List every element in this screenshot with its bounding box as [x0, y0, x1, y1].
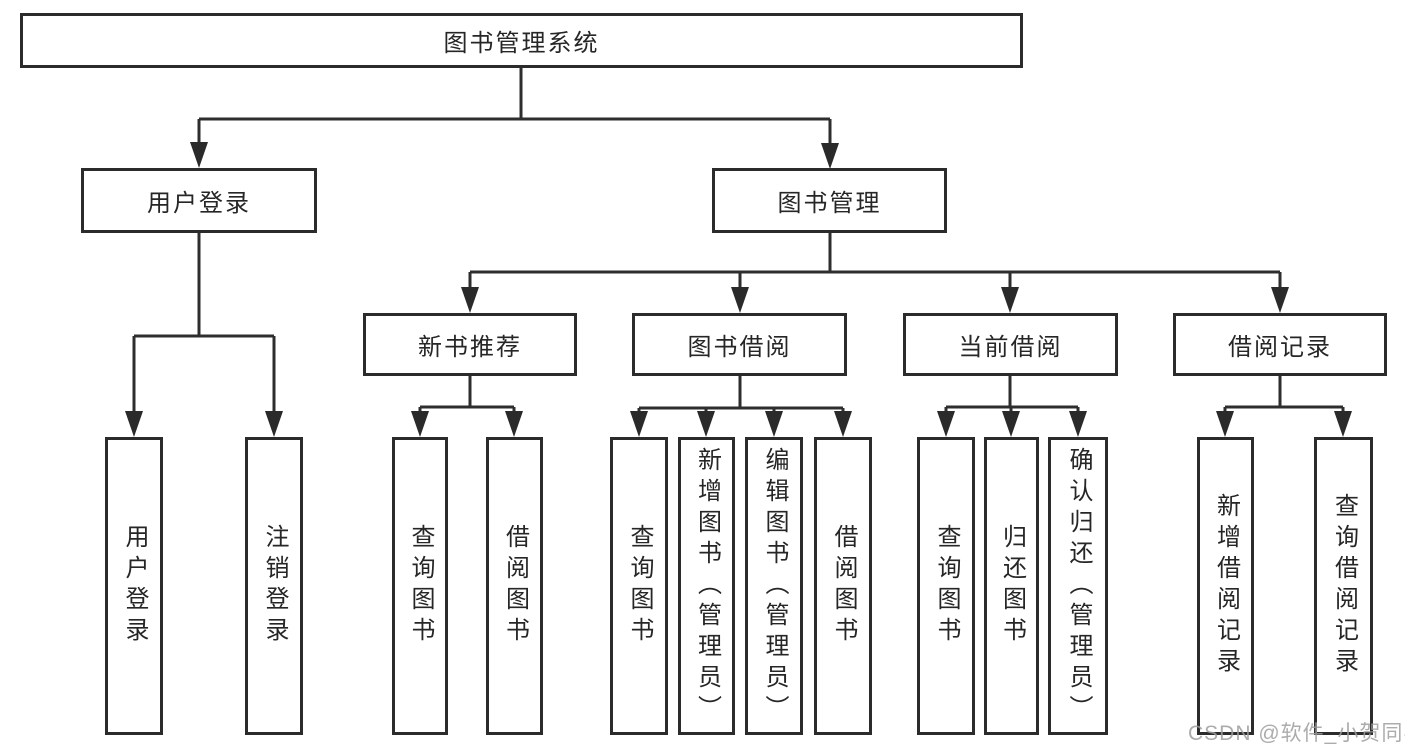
leaf-borrow-query-book-label: 查询图书 — [626, 524, 653, 648]
leaf-add-book-admin: 新增图书（管理员） — [678, 437, 735, 735]
wire-root — [197, 68, 832, 147]
leaf-current-query-book: 查询图书 — [917, 437, 975, 735]
node-root: 图书管理系统 — [20, 13, 1023, 68]
leaf-query-borrow-record: 查询借阅记录 — [1314, 437, 1373, 735]
wire-current-borrow — [944, 376, 1080, 414]
node-new-book-recommend: 新书推荐 — [363, 313, 577, 376]
leaf-recommend-query-book-label: 查询图书 — [407, 524, 434, 648]
leaf-add-borrow-record: 新增借阅记录 — [1197, 437, 1254, 735]
node-root-label: 图书管理系统 — [443, 30, 600, 57]
node-book-borrow: 图书借阅 — [632, 313, 847, 376]
node-new-book-recommend-label: 新书推荐 — [418, 334, 522, 361]
node-book-management-label: 图书管理 — [777, 190, 882, 217]
csdn-watermark: CSDN @软件_小贺同学 — [1188, 722, 1405, 745]
leaf-borrow-book-label: 借阅图书 — [830, 524, 857, 648]
node-user-login: 用户登录 — [81, 168, 317, 233]
leaf-user-login-label: 用户登录 — [121, 524, 148, 648]
node-book-borrow-label: 图书借阅 — [687, 334, 792, 361]
wire-borrow-records — [1223, 376, 1345, 414]
leaf-recommend-borrow-book: 借阅图书 — [486, 437, 543, 735]
leaf-add-borrow-record-label: 新增借阅记录 — [1212, 493, 1240, 679]
node-book-management: 图书管理 — [712, 168, 947, 233]
wire-user-login — [132, 232, 276, 414]
leaf-add-book-admin-label: 新增图书（管理员） — [693, 446, 721, 726]
node-borrow-records: 借阅记录 — [1173, 313, 1387, 376]
leaf-logout: 注销登录 — [245, 437, 303, 735]
leaf-confirm-return-admin-label: 确认归还（管理员） — [1065, 446, 1092, 726]
wire-book-management — [468, 233, 1282, 291]
node-user-login-label: 用户登录 — [147, 190, 251, 217]
leaf-return-book: 归还图书 — [984, 437, 1039, 735]
leaf-return-book-label: 归还图书 — [998, 524, 1026, 648]
leaf-borrow-query-book: 查询图书 — [610, 437, 668, 735]
leaf-borrow-book: 借阅图书 — [814, 437, 872, 735]
arrowheads — [125, 142, 1352, 437]
node-current-borrow: 当前借阅 — [903, 313, 1118, 376]
node-current-borrow-label: 当前借阅 — [958, 334, 1063, 361]
leaf-edit-book-admin-label: 编辑图书（管理员） — [761, 446, 788, 726]
leaf-recommend-query-book: 查询图书 — [392, 437, 448, 735]
leaf-confirm-return-admin: 确认归还（管理员） — [1048, 437, 1108, 735]
wire-new-book-recommend — [418, 376, 516, 414]
leaf-logout-label: 注销登录 — [261, 524, 288, 648]
leaf-edit-book-admin: 编辑图书（管理员） — [745, 437, 803, 735]
leaf-current-query-book-label: 查询图书 — [933, 524, 960, 648]
leaf-user-login: 用户登录 — [105, 437, 163, 735]
node-borrow-records-label: 借阅记录 — [1228, 334, 1332, 361]
wire-book-borrow — [637, 376, 845, 414]
leaf-recommend-borrow-book-label: 借阅图书 — [501, 524, 529, 648]
leaf-query-borrow-record-label: 查询借阅记录 — [1330, 493, 1358, 679]
